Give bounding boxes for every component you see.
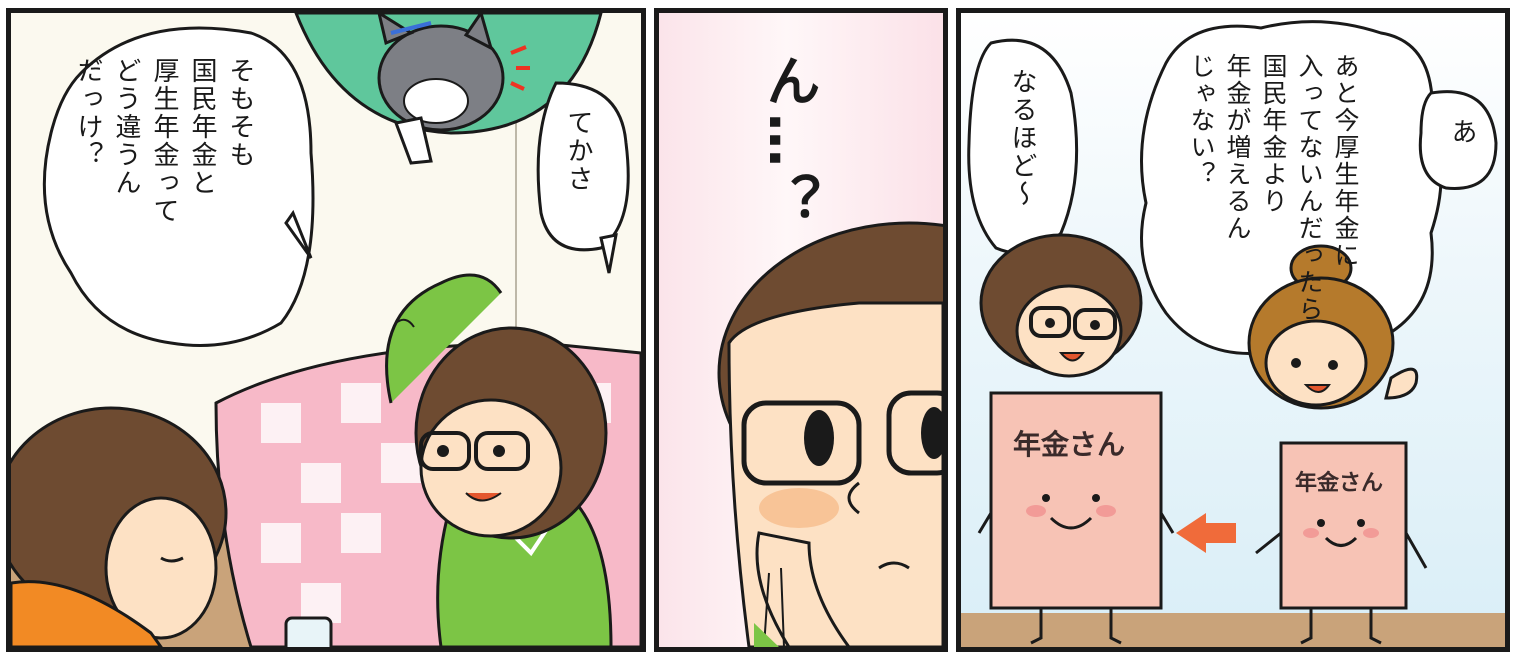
speech-bubble-reply: てかさ [563,109,593,193]
woman-green-sweater [385,273,613,647]
speech-bubble-explain: あと今厚生年金に 入ってないんだったら 国民年金より 年金が増えるん じゃない？ [1187,53,1360,323]
pension-sign-right [1255,441,1428,645]
thought-text: ん…？ [757,53,820,233]
woman-with-glasses [979,233,1143,378]
panel-3-illustration [961,20,1505,647]
cat-illustration [377,13,530,165]
panel-3: あと今厚生年金に 入ってないんだったら 国民年金より 年金が増えるん じゃない？… [956,8,1510,652]
panel-2: ん…？ [654,8,948,652]
sign-right-label: 年金さん [1295,471,1384,496]
panel-2-illustration [717,221,943,647]
panel-1: そもそも 国民年金と 厚生年金って どう違うん だっけ？ てかさ [6,8,646,652]
woman-thinking-closeup [717,221,943,647]
sign-left-label: 年金さん [1013,428,1126,461]
pension-sign-left [977,391,1175,645]
speech-bubble-explain-shape [1140,20,1443,361]
speech-bubble-question-shape [42,26,315,347]
speech-bubble-reply-shape [536,81,630,274]
speech-bubble-small-shape [1418,90,1498,190]
speech-bubble-question: そもそも 国民年金と 厚生年金って どう違うん だっけ？ [73,57,255,225]
woman-lying-down [11,406,228,647]
speech-bubble-agree: なるほど〜 [1007,68,1037,208]
woman-with-ponytail [1247,244,1419,410]
speech-bubble-small: あ [1447,118,1477,146]
arrow-left-icon [1176,513,1236,553]
panel-1-illustration [11,13,641,647]
